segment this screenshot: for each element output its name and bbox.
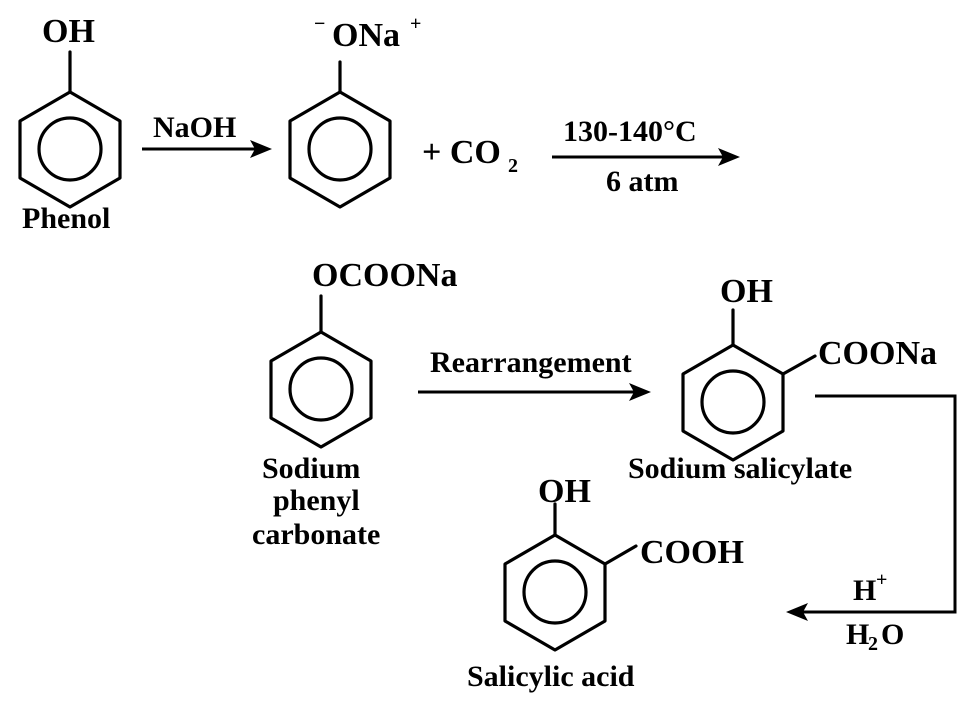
salicylate-structure — [681, 308, 817, 462]
salicylic-oh-label: OH — [538, 473, 591, 510]
arrow-conditions — [552, 148, 740, 166]
carbonate-name-line1: Sodium — [262, 452, 360, 485]
water-h: H — [846, 618, 869, 651]
cooh-bond — [603, 544, 638, 566]
phenol-structure — [18, 50, 122, 209]
condition-pressure: 6 atm — [606, 165, 678, 198]
benzene-ring — [503, 533, 607, 652]
carbonate-group-label: OCOONa — [312, 257, 457, 294]
phenoxide-minus: − — [314, 13, 325, 35]
water-o: O — [881, 618, 904, 651]
arrow-acidification — [786, 394, 957, 621]
salicylic-acid-structure — [503, 502, 638, 652]
carbonate-name-line3: carbonate — [252, 518, 380, 551]
phenoxide-ona: ONa — [332, 17, 400, 54]
aromatic-circle — [307, 116, 373, 182]
phenol-oh-label: OH — [42, 13, 95, 50]
benzene-ring — [18, 90, 122, 209]
naoh-reagent: NaOH — [153, 111, 236, 144]
benzene-ring — [288, 90, 392, 209]
water-subscript: 2 — [868, 633, 878, 655]
benzene-ring — [681, 343, 785, 462]
salicylic-cooh-label: COOH — [640, 534, 744, 571]
carbonate-name-line2: phenyl — [273, 484, 360, 517]
phenol-name: Phenol — [22, 202, 110, 235]
plus-co2: + CO — [422, 134, 501, 171]
phenoxide-structure — [288, 60, 392, 209]
phenoxide-plus: + — [410, 13, 421, 35]
co2-subscript: 2 — [508, 155, 518, 177]
aromatic-circle — [37, 116, 103, 182]
salicylate-oh-label: OH — [720, 273, 773, 310]
rearrangement-label: Rearrangement — [430, 346, 632, 379]
arrow-naoh — [142, 140, 272, 158]
arrow-rearrangement — [418, 383, 651, 401]
aromatic-circle — [522, 559, 588, 625]
acid-h-label: H — [853, 574, 876, 607]
salicylate-coona-label: COONa — [818, 335, 937, 372]
condition-temperature: 130-140°C — [563, 115, 697, 148]
carbonate-structure — [269, 294, 373, 449]
coona-bond — [781, 354, 817, 376]
aromatic-circle — [700, 369, 766, 435]
aromatic-circle — [288, 356, 354, 422]
salicylate-name: Sodium salicylate — [628, 452, 852, 485]
salicylic-acid-name: Salicylic acid — [467, 660, 635, 693]
acid-plus: + — [876, 569, 887, 591]
benzene-ring — [269, 330, 373, 449]
